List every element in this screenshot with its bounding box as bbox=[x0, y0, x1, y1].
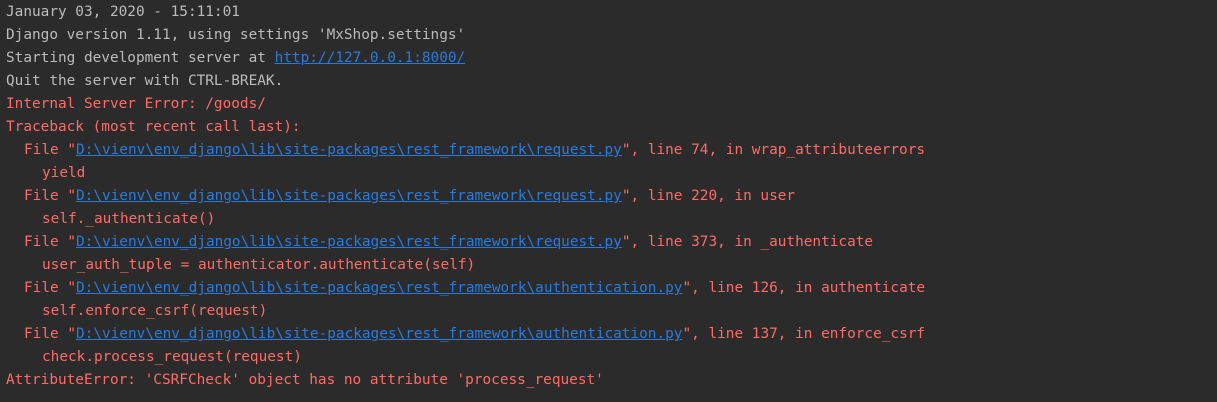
server-start-line: Starting development server at http://12… bbox=[6, 47, 1217, 70]
file-path-link[interactable]: D:\vienv\env_django\lib\site-packages\re… bbox=[75, 234, 622, 250]
traceback-frame-line: File "D:\vienv\env_django\lib\site-packa… bbox=[6, 139, 1217, 162]
traceback-code-line: self._authenticate() bbox=[42, 211, 216, 227]
traceback-code-line: check.process_request(request) bbox=[42, 349, 302, 365]
final-error-line: AttributeError: 'CSRFCheck' object has n… bbox=[6, 372, 604, 388]
quit-message-line: Quit the server with CTRL-BREAK. bbox=[6, 73, 284, 89]
frame-location: ", line 220, in user bbox=[621, 188, 796, 204]
traceback-frame-line: File "D:\vienv\env_django\lib\site-packa… bbox=[6, 231, 1217, 254]
django-version-line: Django version 1.11, using settings 'MxS… bbox=[6, 27, 466, 43]
traceback-code-line: self.enforce_csrf(request) bbox=[42, 303, 268, 319]
traceback-header-line: Traceback (most recent call last): bbox=[6, 119, 301, 135]
frame-prefix: File " bbox=[24, 326, 76, 342]
frame-location: ", line 126, in authenticate bbox=[682, 280, 926, 296]
frame-location: ", line 74, in wrap_attributeerrors bbox=[621, 142, 926, 158]
traceback-code-line: user_auth_tuple = authenticator.authenti… bbox=[42, 257, 476, 273]
traceback-frame-line: File "D:\vienv\env_django\lib\site-packa… bbox=[6, 277, 1217, 300]
frame-location: ", line 373, in _authenticate bbox=[621, 234, 874, 250]
traceback-code-line: yield bbox=[42, 165, 86, 181]
server-start-text: Starting development server at bbox=[6, 50, 275, 66]
frame-prefix: File " bbox=[24, 234, 76, 250]
traceback-frame-line: File "D:\vienv\env_django\lib\site-packa… bbox=[6, 323, 1217, 346]
server-url-link[interactable]: http://127.0.0.1:8000/ bbox=[274, 50, 466, 66]
frame-prefix: File " bbox=[24, 188, 76, 204]
frame-prefix: File " bbox=[24, 280, 76, 296]
traceback-frame-line: File "D:\vienv\env_django\lib\site-packa… bbox=[6, 185, 1217, 208]
frame-location: ", line 137, in enforce_csrf bbox=[682, 326, 926, 342]
timestamp-line: January 03, 2020 - 15:11:01 bbox=[6, 4, 240, 20]
frame-prefix: File " bbox=[24, 142, 76, 158]
file-path-link[interactable]: D:\vienv\env_django\lib\site-packages\re… bbox=[75, 326, 683, 342]
file-path-link[interactable]: D:\vienv\env_django\lib\site-packages\re… bbox=[75, 142, 622, 158]
file-path-link[interactable]: D:\vienv\env_django\lib\site-packages\re… bbox=[75, 188, 622, 204]
error-title-line: Internal Server Error: /goods/ bbox=[6, 96, 266, 112]
file-path-link[interactable]: D:\vienv\env_django\lib\site-packages\re… bbox=[75, 280, 683, 296]
